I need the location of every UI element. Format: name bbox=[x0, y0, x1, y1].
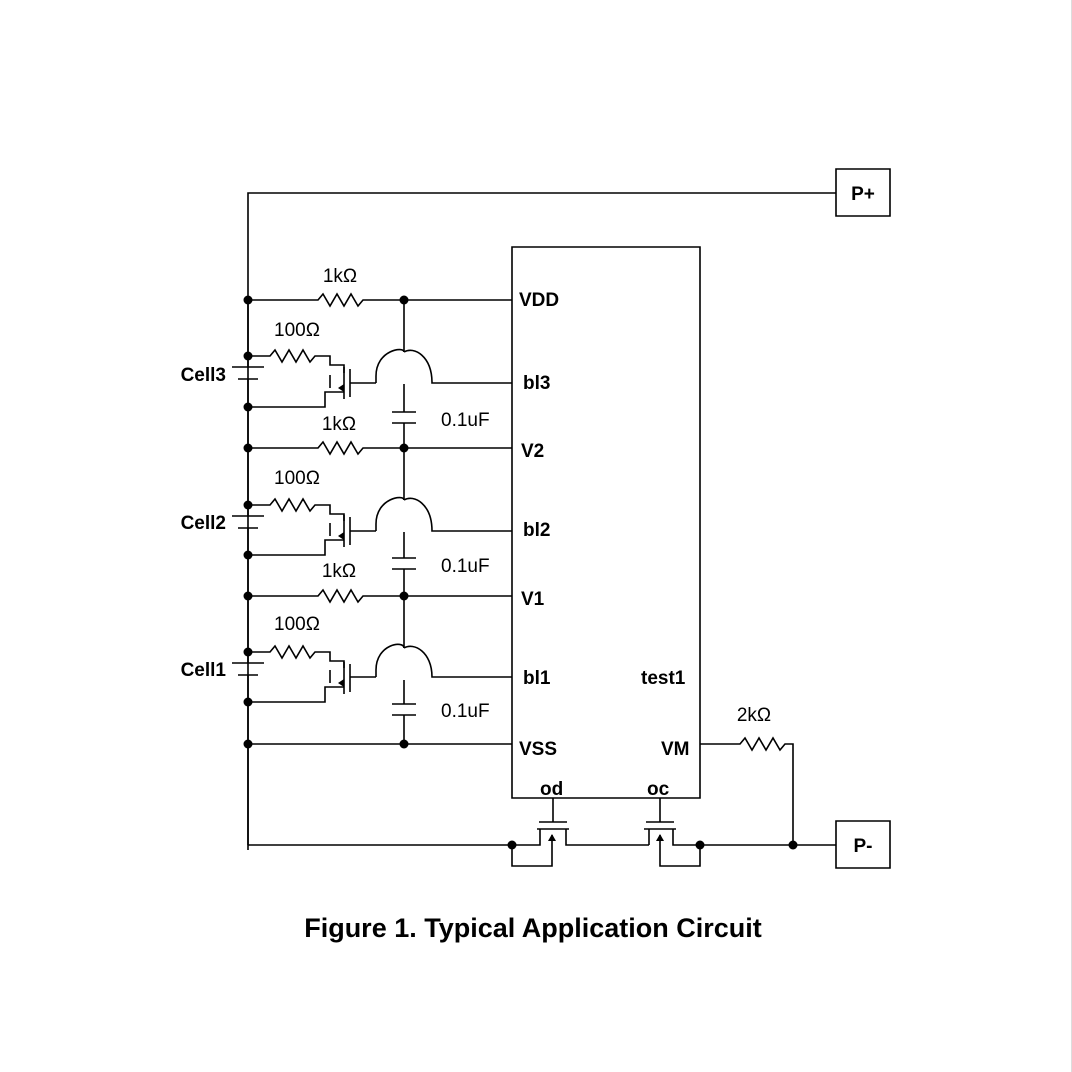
pin-bl2-label: bl2 bbox=[523, 520, 550, 541]
pin-v1-label: V1 bbox=[521, 589, 545, 610]
cap-top-label: 0.1uF bbox=[441, 410, 490, 431]
v1-net: 1kΩ bbox=[243, 561, 513, 602]
pin-vm-label: VM bbox=[661, 739, 690, 760]
p-minus-terminal: P- bbox=[836, 821, 890, 868]
vdd-net: 1kΩ bbox=[243, 266, 513, 306]
ic-body: VDD bl3 V2 bl2 V1 bl1 test1 VSS VM od oc bbox=[512, 247, 700, 800]
cell2-balance: 100Ω Cell2 bbox=[181, 448, 512, 596]
vdd-resistor-label: 1kΩ bbox=[323, 266, 357, 287]
cap-mid-label: 0.1uF bbox=[441, 556, 490, 577]
vss-net bbox=[243, 739, 513, 749]
pin-v2-label: V2 bbox=[521, 441, 544, 462]
cell3-balance: 100Ω Cell3 bbox=[181, 300, 512, 448]
cap-bot-label: 0.1uF bbox=[441, 701, 490, 722]
pin-test1-label: test1 bbox=[641, 668, 686, 689]
v2-net: 1kΩ bbox=[243, 414, 513, 454]
pin-bl3-label: bl3 bbox=[523, 373, 550, 394]
pin-vdd-label: VDD bbox=[519, 290, 559, 311]
pin-od-label: od bbox=[540, 779, 563, 800]
cell3-label: Cell3 bbox=[181, 365, 226, 386]
cell2-bal-resistor-label: 100Ω bbox=[274, 468, 320, 489]
pin-oc-label: oc bbox=[647, 779, 670, 800]
p-plus-label: P+ bbox=[851, 184, 875, 205]
cell3-bal-resistor-label: 100Ω bbox=[274, 320, 320, 341]
vm-resistor-label: 2kΩ bbox=[737, 705, 771, 726]
vm-net: 2kΩ bbox=[700, 705, 793, 845]
v2-resistor-label: 1kΩ bbox=[322, 414, 356, 435]
cell2-label: Cell2 bbox=[181, 513, 226, 534]
cell1-label: Cell1 bbox=[181, 660, 227, 681]
v1-resistor-label: 1kΩ bbox=[322, 561, 356, 582]
pin-vss-label: VSS bbox=[519, 739, 557, 760]
cell1-balance: 100Ω Cell1 bbox=[181, 596, 512, 744]
bottom-return-path bbox=[248, 744, 836, 866]
p-plus-terminal: P+ bbox=[836, 169, 890, 216]
pin-bl1-label: bl1 bbox=[523, 668, 551, 689]
p-minus-label: P- bbox=[854, 836, 873, 857]
cell1-bal-resistor-label: 100Ω bbox=[274, 614, 320, 635]
figure-caption: Figure 1. Typical Application Circuit bbox=[304, 913, 762, 943]
capacitor-column bbox=[392, 300, 416, 744]
